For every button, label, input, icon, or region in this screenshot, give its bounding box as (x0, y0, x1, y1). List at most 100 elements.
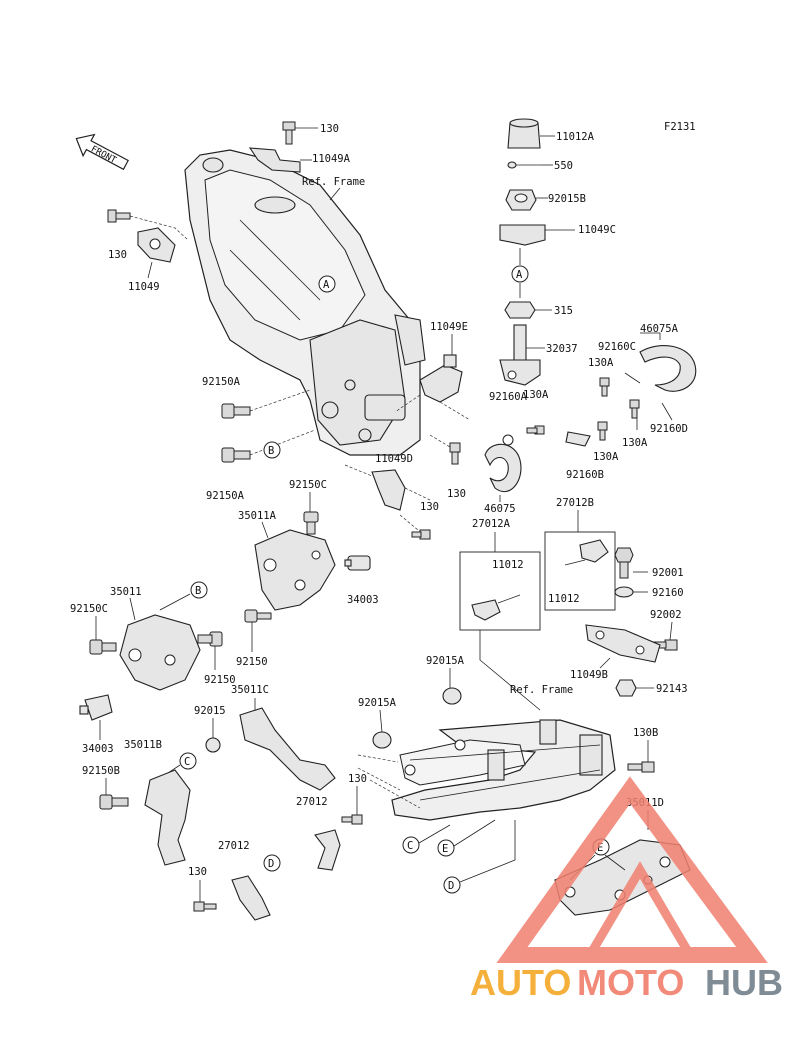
bolt-130-top (282, 121, 296, 145)
box-27012B (544, 531, 616, 611)
peg-34003-2 (79, 694, 113, 721)
callout-b-top-text: B (268, 445, 274, 457)
bolt-130A-1 (599, 377, 610, 397)
stud-32037 (499, 324, 541, 386)
bolt-92150B (99, 794, 129, 810)
label-35011B: 35011B (124, 739, 162, 751)
bracket-11049D (371, 469, 406, 511)
part-27012-1 (314, 829, 341, 871)
label-34003-1: 34003 (347, 594, 379, 606)
bracket-11049A (248, 147, 301, 173)
callout-a-left-text: A (323, 279, 330, 291)
collar-92015B (505, 189, 537, 211)
main-frame (184, 149, 426, 456)
callout-a-left (318, 275, 336, 293)
gasket-92160B (565, 431, 591, 447)
figure-code: F2131 (664, 121, 696, 133)
label-130A-2: 130A (622, 437, 648, 449)
bracket-11049E (419, 364, 463, 403)
label-11049A: 11049A (312, 153, 351, 165)
label-92150C-top: 92150C (289, 479, 327, 491)
label-130-mid: 130 (447, 488, 466, 500)
watermark-logo-icon (496, 776, 768, 963)
label-92160A: 92160A (489, 391, 528, 403)
nut-315 (504, 301, 536, 319)
label-92150B: 92150B (82, 765, 120, 777)
pipe-46075 (484, 443, 522, 493)
label-27012B: 27012B (556, 497, 594, 509)
pipe-46075A (639, 345, 697, 392)
bolt-130-mid2 (411, 529, 431, 540)
label-130-mid2: 130 (420, 501, 439, 513)
label-92001: 92001 (652, 567, 684, 579)
callout-a-right (511, 265, 529, 283)
callout-d-left-text: D (268, 858, 274, 870)
nut-92143 (615, 679, 637, 697)
bolt-92150-2 (197, 631, 223, 647)
label-92150A-1: 92150A (202, 376, 241, 388)
callout-d-bottom (443, 876, 461, 894)
callout-e-bottom (437, 839, 455, 857)
callout-b-top (263, 441, 281, 459)
bolt-92150A-1 (221, 403, 251, 419)
callout-d-left (263, 854, 281, 872)
washer-92160C (624, 372, 641, 384)
ref-frame-label-bottom: Ref. Frame (510, 684, 573, 696)
label-11049D: 11049D (375, 453, 413, 465)
label-130A-3: 130A (523, 389, 549, 401)
collar-92015A-1 (442, 687, 462, 705)
leader (329, 187, 341, 201)
label-92143: 92143 (656, 683, 688, 695)
washer-92160A (502, 434, 514, 446)
bracket-35011C (239, 707, 336, 791)
label-130A-4: 130A (593, 451, 619, 463)
callout-d-bottom-text: D (448, 880, 454, 892)
callout-c-bottom (402, 836, 420, 854)
bolt-130A-4 (597, 421, 608, 441)
callout-b-left (190, 581, 208, 599)
label-92160D: 92160D (650, 423, 688, 435)
label-92015A-2: 92015A (358, 697, 397, 709)
bracket-11049B (585, 624, 661, 663)
label-46075A: 46075A (640, 323, 679, 335)
watermark-text: AUTO MOTO HUB (470, 962, 783, 1003)
label-32037: 32037 (546, 343, 578, 355)
label-11049E: 11049E (430, 321, 468, 333)
label-46075: 46075 (484, 503, 516, 515)
front-arrow-icon: FRONT (75, 133, 129, 171)
bolt-92001 (614, 547, 634, 579)
label-27012-1: 27012 (296, 796, 328, 808)
watermark-auto: AUTO (470, 962, 571, 1003)
label-92015B: 92015B (548, 193, 586, 205)
label-11049B: 11049B (570, 669, 608, 681)
bolt-130-left (107, 209, 131, 223)
label-130-top: 130 (320, 123, 339, 135)
collar-92015 (205, 737, 221, 753)
bolt-130-low (341, 814, 363, 825)
bolt-92150-1 (244, 609, 272, 623)
sub-frame (391, 719, 616, 821)
cap-11012A (507, 118, 541, 149)
part-27012-2 (231, 875, 271, 921)
label-92160: 92160 (652, 587, 684, 599)
label-11049C: 11049C (578, 224, 616, 236)
label-92160C: 92160C (598, 341, 636, 353)
plate-35011 (119, 614, 201, 691)
callout-a-right-text: A (516, 269, 523, 281)
label-315: 315 (554, 305, 573, 317)
label-11012-2: 11012 (548, 593, 580, 605)
watermark-moto: MOTO (577, 962, 684, 1003)
box-27012A (459, 551, 541, 631)
callout-c-left-text: C (184, 756, 190, 768)
label-11012A: 11012A (556, 131, 595, 143)
callout-c-bottom-text: C (407, 840, 413, 852)
bolt-130A-2 (629, 399, 640, 419)
label-130-bottom: 130 (188, 866, 207, 878)
callout-e-right-text: E (597, 842, 603, 854)
bracket-35011B (144, 769, 191, 866)
part-27012B (579, 539, 609, 563)
label-92015: 92015 (194, 705, 226, 717)
bracket-35011D (554, 839, 691, 916)
label-92150C-left: 92150C (70, 603, 108, 615)
